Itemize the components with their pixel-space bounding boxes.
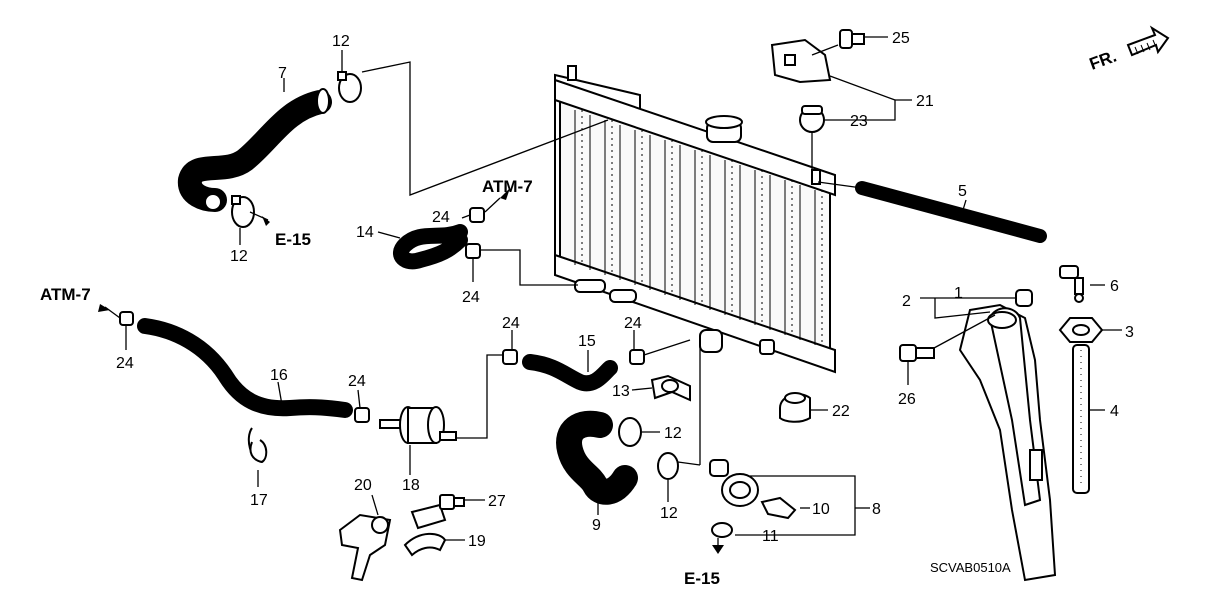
callout-27: 27: [488, 493, 506, 510]
hose-clamp-lower-12-b: [657, 452, 679, 480]
callout-12-mid: 12: [664, 425, 682, 442]
hose-clamp-upper: [337, 71, 362, 103]
bolt-25: [839, 29, 865, 49]
callout-24-f: 24: [624, 315, 642, 332]
callout-1: 1: [954, 285, 963, 302]
bolt-26: [899, 344, 935, 362]
hose-clamp-lower-12: [618, 417, 642, 447]
callout-14: 14: [356, 224, 374, 241]
hose-bracket-19: [403, 503, 447, 557]
callout-2: 2: [902, 293, 911, 310]
hose-clip-24-mid: [502, 349, 518, 365]
callout-21: 21: [916, 93, 934, 110]
callout-16: 16: [270, 367, 288, 384]
bolt-1: [1015, 289, 1033, 307]
reserve-tank-cap-3: [1058, 317, 1104, 343]
thermostat-10: [760, 496, 797, 520]
ref-atm7-top[interactable]: ATM-7: [482, 177, 533, 196]
callout-6: 6: [1110, 278, 1119, 295]
water-outlet-8: [709, 459, 759, 507]
ref-e15-top[interactable]: E-15: [275, 230, 311, 249]
callout-13: 13: [612, 383, 630, 400]
callout-9: 9: [592, 517, 601, 534]
ref-atm7-left[interactable]: ATM-7: [40, 285, 91, 304]
callout-10: 10: [812, 501, 830, 518]
callout-17: 17: [250, 492, 268, 509]
callout-15: 15: [578, 333, 596, 350]
front-direction-arrow: FR.: [1087, 25, 1170, 74]
hose-clip-24-lower: [354, 407, 370, 423]
hose-holder-17: [247, 427, 268, 464]
arrow-atm7-top: [500, 188, 510, 200]
callout-12-top: 12: [332, 33, 350, 50]
lower-radiator-hose-9: [556, 410, 638, 505]
callout-5: 5: [958, 183, 967, 200]
arrow-atm7-left: [98, 304, 110, 312]
callout-20: 20: [354, 477, 372, 494]
callout-24-d: 24: [348, 373, 366, 390]
callout-11: 11: [762, 528, 779, 545]
hose-clip-24-middle: [465, 243, 481, 259]
callout-12-bottom: 12: [660, 505, 678, 522]
upper-radiator-hose: [177, 88, 332, 212]
callout-3: 3: [1125, 324, 1134, 341]
diagram-code: SCVAB0510A: [930, 560, 1011, 575]
callout-24-c: 24: [116, 355, 134, 372]
reserve-tank-hose-5: [855, 181, 1047, 243]
callout-26: 26: [898, 391, 916, 408]
ref-e15-bottom[interactable]: E-15: [684, 569, 720, 588]
radiator-core: [554, 65, 836, 374]
callout-24-b: 24: [462, 289, 480, 306]
hose-clip-24-top: [469, 207, 485, 223]
callout-24-e: 24: [502, 315, 520, 332]
leader-lines: [104, 36, 1122, 541]
callout-23: 23: [850, 113, 868, 130]
hose-bracket-20: [338, 513, 392, 582]
atf-filter-18: [379, 406, 457, 444]
callout-24-a: 24: [432, 209, 450, 226]
hose-clamp-bracket-13: [650, 374, 691, 402]
bolt-27: [439, 494, 465, 510]
mount-cushion-22: [779, 392, 811, 423]
gasket-11: [711, 522, 733, 538]
callout-25: 25: [892, 30, 910, 47]
callout-7: 7: [278, 65, 287, 82]
mount-cushion-23: [799, 105, 825, 133]
callout-22: 22: [832, 403, 850, 420]
hose-clip-24-left: [119, 311, 134, 326]
callout-4: 4: [1110, 403, 1119, 420]
callout-8: 8: [872, 501, 881, 518]
callout-12-left: 12: [230, 248, 248, 265]
front-indicator-label: FR.: [1087, 47, 1119, 74]
atf-cooler-hose-16: [137, 318, 353, 418]
atf-cooler-hose-14: [393, 224, 468, 270]
callout-18: 18: [402, 477, 420, 494]
hose-joint-6: [1059, 265, 1084, 303]
arrow-e15-bottom: [712, 545, 724, 554]
reserve-tank-hose-4: [1072, 344, 1090, 494]
arrow-e15-top: [262, 216, 270, 226]
reserve-tank-1: [958, 303, 1057, 582]
radiator-mount-bracket-21: [770, 38, 832, 84]
callout-19: 19: [468, 533, 486, 550]
atf-cooler-hose-15: [522, 354, 618, 392]
hose-clip-24-right: [629, 349, 645, 365]
hose-clamp-upper-lower-end: [231, 195, 255, 228]
